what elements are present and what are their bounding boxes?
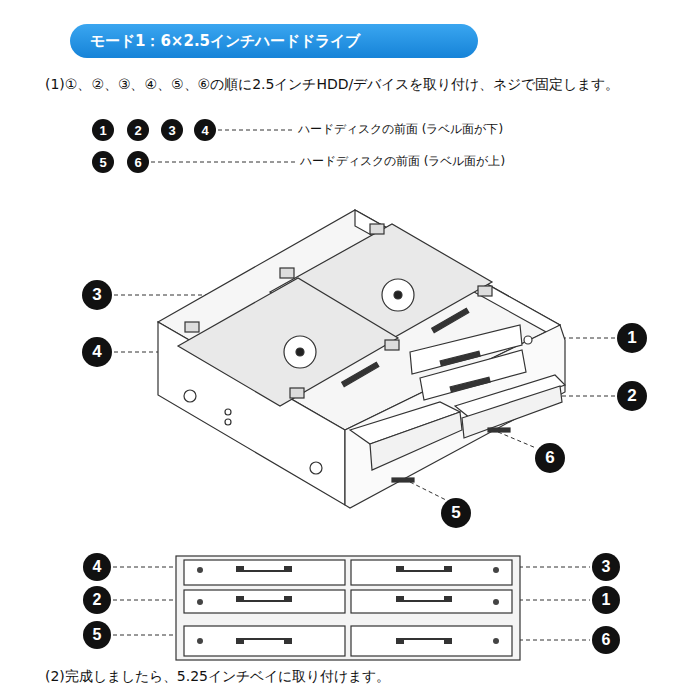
- callout-number: 3: [82, 280, 112, 310]
- callout-number: 4: [82, 337, 112, 367]
- callout-number: 2: [617, 381, 647, 411]
- callout-number: 4: [194, 119, 216, 141]
- callout-number: 1: [92, 119, 114, 141]
- callout-number: 6: [592, 626, 620, 654]
- drive-cage-iso: [158, 210, 565, 508]
- note-text: (1)①、②、③、④、⑤、⑥の順に2.5インチHDD/デバイスを取り付け、ネジで…: [45, 76, 619, 93]
- caption-text: (2)完成しましたら、5.25インチベイに取り付けます。: [45, 668, 390, 685]
- callout-number: 5: [441, 498, 471, 528]
- title-banner: モード1：6×2.5インチハードドライブ: [70, 24, 478, 58]
- callout-number: 3: [592, 553, 620, 581]
- callout-number: 6: [535, 443, 565, 473]
- title-text: モード1：6×2.5インチハードドライブ: [90, 32, 360, 51]
- note-text: ハードディスクの前面 (ラベル面が下): [298, 122, 503, 136]
- callout-number: 2: [127, 119, 149, 141]
- leader-lines: [113, 130, 615, 640]
- front-connectors: [197, 566, 499, 644]
- callout-number: 1: [592, 586, 620, 614]
- callout-number: 6: [127, 151, 149, 173]
- callout-number: 5: [83, 621, 111, 649]
- callout-number: 2: [83, 586, 111, 614]
- drive-cage-front: [176, 556, 520, 660]
- callout-number: 3: [161, 119, 183, 141]
- callout-number: 1: [617, 323, 647, 353]
- note-text: ハードディスクの前面 (ラベル面が上): [300, 154, 505, 168]
- callout-number: 4: [83, 553, 111, 581]
- callout-number: 5: [92, 151, 114, 173]
